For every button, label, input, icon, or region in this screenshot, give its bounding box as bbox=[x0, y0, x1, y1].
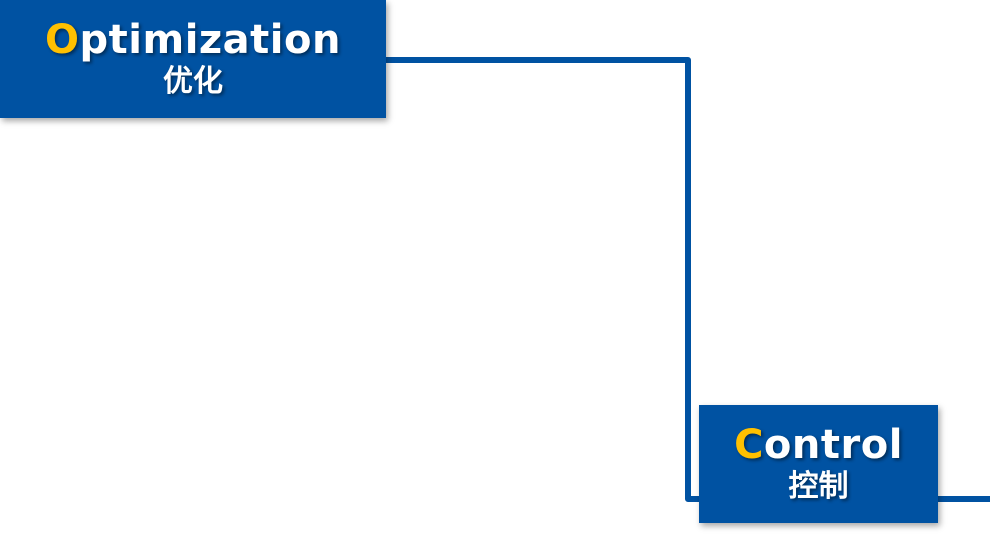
connector-path bbox=[386, 57, 699, 502]
optimization-rest: ptimization bbox=[79, 17, 341, 63]
optimization-chinese: 优化 bbox=[163, 64, 223, 99]
optimization-box: Optimization 优化 bbox=[0, 0, 386, 118]
control-box: Control 控制 bbox=[699, 405, 938, 523]
optimization-title: Optimization bbox=[45, 18, 341, 62]
control-chinese: 控制 bbox=[788, 469, 849, 504]
optimization-initial: O bbox=[45, 17, 80, 63]
control-title: Control bbox=[734, 423, 903, 467]
control-initial: C bbox=[734, 422, 764, 468]
control-rest: ontrol bbox=[763, 422, 903, 468]
